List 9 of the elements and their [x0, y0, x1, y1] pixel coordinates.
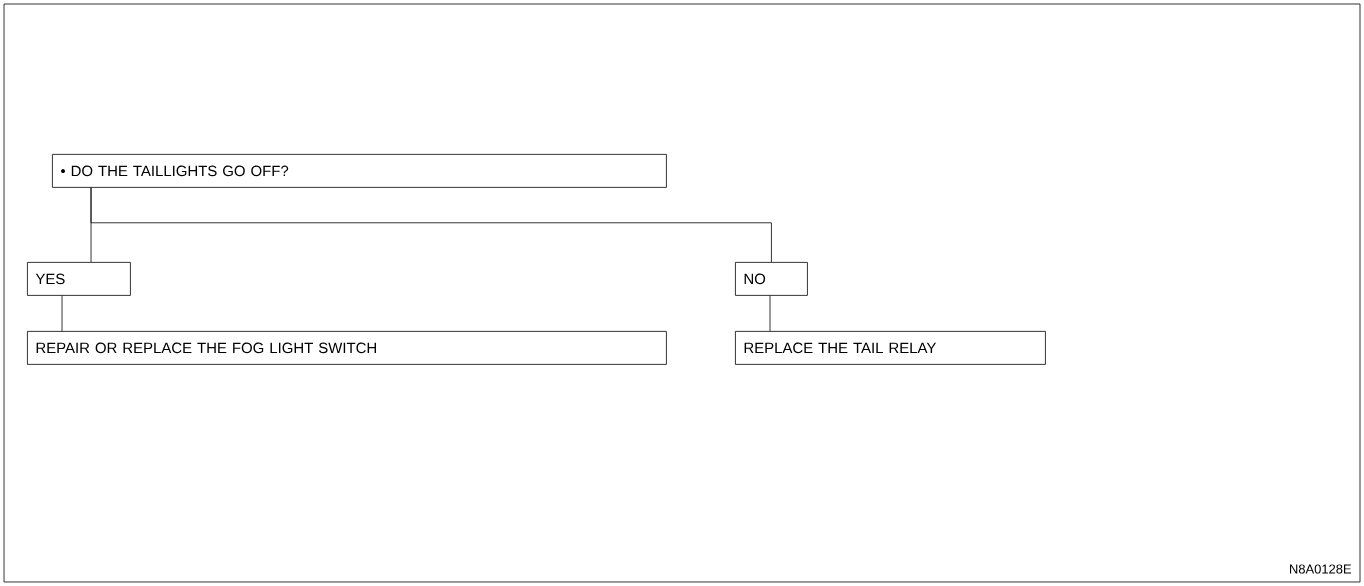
connector-line: [61, 295, 63, 332]
connector-line: [769, 295, 771, 332]
figure-code: N8A0128E: [1290, 564, 1352, 574]
answer-box: NO: [735, 262, 808, 296]
connector-line: [90, 187, 772, 263]
action-box: REPAIR OR REPLACE THE FOG LIGHT SWITCH: [27, 331, 667, 365]
question-box: • DO THE TAILLIGHTS GO OFF?: [52, 154, 667, 188]
action-box: REPLACE THE TAIL RELAY: [735, 331, 1046, 365]
answer-box: YES: [27, 262, 131, 296]
